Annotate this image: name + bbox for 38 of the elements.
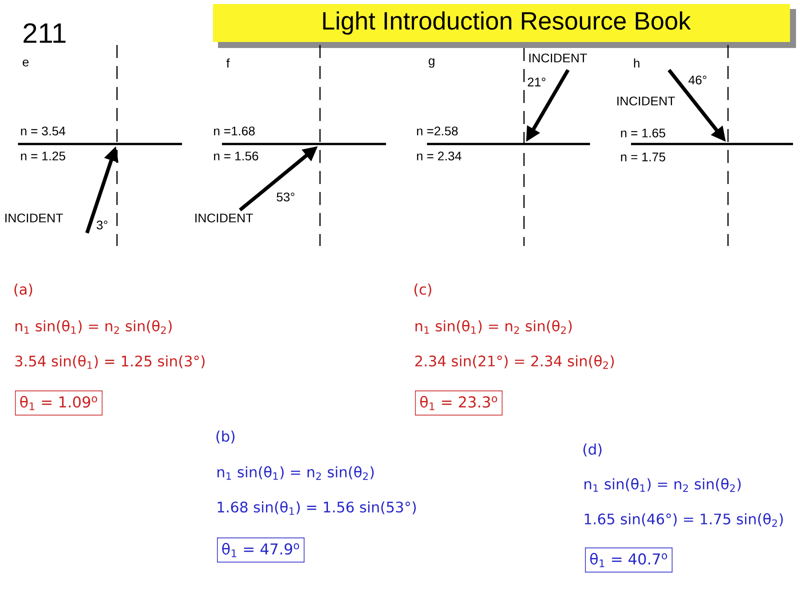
diagram-label: h xyxy=(634,58,640,68)
part-label: (a) xyxy=(14,284,32,296)
diagram-label: n =1.68 xyxy=(214,126,255,136)
diagram-label: 3° xyxy=(96,220,108,230)
equation: n$_{1}$ sin(θ$_{1}$) = n$_{2}$ sin(θ$_{2}$) xyxy=(416,320,572,334)
diagram-label: INCIDENT xyxy=(529,54,587,62)
equation: 2.34 sin(21°) = 2.34 sin(θ$_{2}$) xyxy=(415,355,614,369)
diagram-label: e xyxy=(22,60,29,66)
page-number: 211 xyxy=(24,23,66,43)
diagram-label: n = 2.34 xyxy=(417,152,462,160)
diagram-label: n = 3.54 xyxy=(21,126,66,136)
equation: 1.68 sin(θ$_{1}$) = 1.56 sin(53°) xyxy=(218,501,416,515)
diagram-label: n = 1.56 xyxy=(214,152,258,160)
diagram-label: INCIDENT xyxy=(5,214,63,222)
answer-box: θ$_{1}$ = 1.09$^{o}$ xyxy=(15,390,102,416)
title-banner: Light Introduction Resource Book xyxy=(213,4,796,48)
equation: 1.65 sin(46°) = 1.75 sin(θ$_{2}$) xyxy=(584,513,783,527)
answer-box: θ$_{1}$ = 40.7$^{o}$ xyxy=(585,548,672,572)
diagram-label: n =2.58 xyxy=(417,126,458,136)
equation: n$_{1}$ sin(θ$_{1}$) = n$_{2}$ sin(θ$_{2}$) xyxy=(16,320,172,334)
equation: n$_{1}$ sin(θ$_{1}$) = n$_{2}$ sin(θ$_{2}$) xyxy=(584,478,741,492)
answer-box: θ$_{1}$ = 47.9$^{o}$ xyxy=(217,538,304,562)
diagram-label: n = 1.65 xyxy=(621,128,666,138)
diagram-label: g xyxy=(428,58,434,68)
diagram-label: n = 1.75 xyxy=(621,152,666,162)
equation: n$_{1}$ sin(θ$_{1}$) = n$_{2}$ sin(θ$_{2}$) xyxy=(218,466,374,480)
diagram-label: 46° xyxy=(688,76,706,84)
diagram-label: INCIDENT xyxy=(617,96,675,106)
diagram-label: INCIDENT xyxy=(195,214,253,222)
part-label: (d) xyxy=(583,444,602,456)
diagram-label: f xyxy=(226,58,230,68)
answer-box: θ$_{1}$ = 23.3$^{o}$ xyxy=(415,390,502,416)
diagram-label: 21° xyxy=(528,78,546,86)
diagram-label: 53° xyxy=(276,192,294,202)
part-label: (b) xyxy=(216,430,234,444)
equation: 3.54 sin(θ$_{1}$) = 1.25 sin(3°) xyxy=(15,355,205,369)
diagram-label: n = 1.25 xyxy=(21,152,66,160)
part-label: (c) xyxy=(414,284,432,296)
